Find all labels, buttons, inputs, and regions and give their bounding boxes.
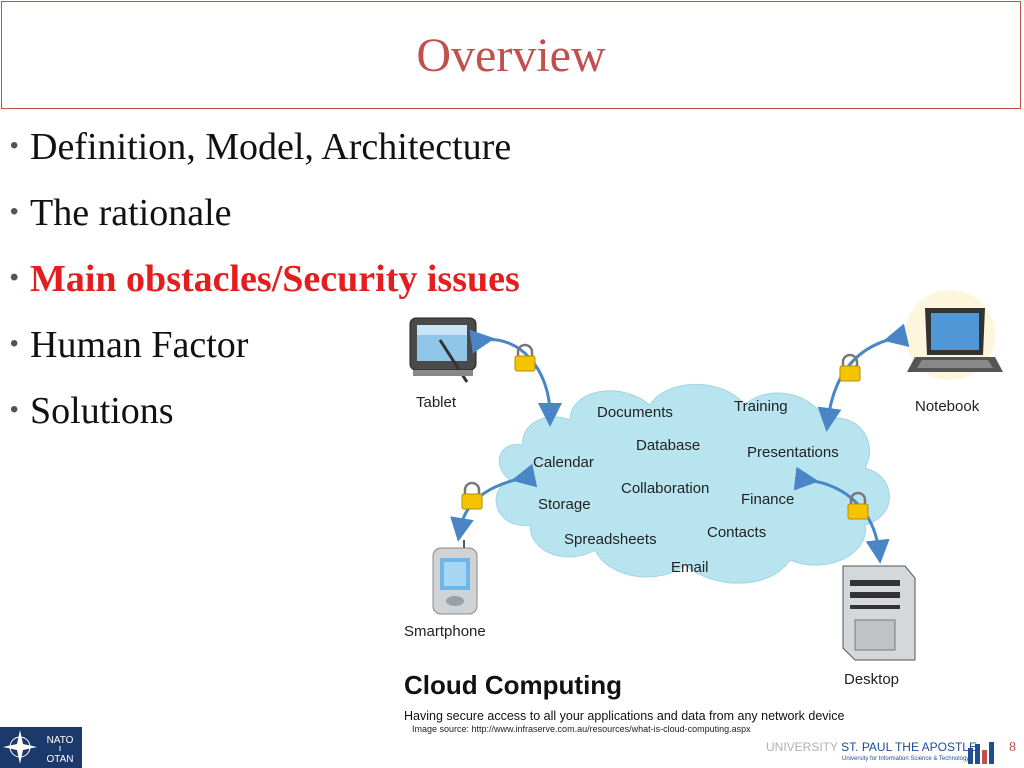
cloud-item-collaboration: Collaboration: [621, 480, 709, 497]
nato-text: NATO: [47, 735, 74, 746]
bullet-item: • The rationale: [10, 184, 520, 250]
compass-star-icon: [3, 730, 37, 764]
bullet-item: • Definition, Model, Architecture: [10, 118, 520, 184]
university-subtitle: University for Information Science & Tec…: [842, 756, 970, 762]
bullet-dot-icon: •: [10, 396, 19, 423]
bullet-item: • Human Factor: [10, 316, 520, 382]
padlock-icon: [461, 481, 483, 510]
university-emblem-icon: [968, 742, 994, 764]
cloud-item-contacts: Contacts: [707, 524, 766, 541]
bullet-text: Human Factor: [30, 324, 249, 366]
page-number: 8: [1009, 740, 1016, 755]
cloud-computing-diagram: Documents Training Database Calendar Pre…: [404, 290, 1003, 688]
bullet-text: Solutions: [30, 390, 174, 432]
cloud-item-calendar: Calendar: [533, 454, 594, 471]
slide-title: Overview: [416, 29, 606, 82]
cloud-item-database: Database: [636, 437, 700, 454]
bullet-dot-icon: •: [10, 330, 19, 357]
device-label-notebook: Notebook: [915, 398, 980, 415]
cloud-item-email: Email: [671, 559, 709, 576]
diagram-caption-subtitle: Having secure access to all your applica…: [404, 709, 845, 723]
device-label-tablet: Tablet: [416, 394, 457, 411]
bullet-text: Main obstacles/Security issues: [30, 258, 520, 300]
cloud-item-documents: Documents: [597, 404, 673, 421]
bullet-text: The rationale: [30, 192, 232, 234]
cloud-item-spreadsheets: Spreadsheets: [564, 531, 657, 548]
bullet-dot-icon: •: [10, 264, 19, 291]
bullet-dot-icon: •: [10, 198, 19, 225]
cloud-item-finance: Finance: [741, 491, 794, 508]
notebook-icon: [905, 290, 1003, 380]
otan-text: OTAN: [46, 754, 73, 765]
padlock-icon: [847, 491, 869, 520]
bullet-list: • Definition, Model, Architecture • The ra…: [10, 118, 520, 448]
arrow-tablet-cloud: [469, 329, 562, 427]
arrow-notebook-cloud: [817, 323, 910, 432]
university-logo: UNIVERSITY ST. PAUL THE APOSTLE Universi…: [766, 736, 1016, 768]
cloud-item-presentations: Presentations: [747, 444, 839, 461]
tablet-icon: [409, 317, 477, 383]
bullet-text: Definition, Model, Architecture: [30, 126, 512, 168]
device-label-smartphone: Smartphone: [404, 623, 486, 640]
cloud-item-storage: Storage: [538, 496, 591, 513]
diagram-caption-title: Cloud Computing: [404, 670, 623, 700]
university-name: UNIVERSITY ST. PAUL THE APOSTLE: [766, 740, 977, 754]
bullet-item: • Solutions: [10, 382, 520, 448]
smartphone-icon: [432, 540, 478, 615]
padlock-icon: [514, 343, 536, 372]
desktop-icon: [842, 565, 916, 661]
image-source: Image source: http://www.infraserve.com.…: [412, 724, 751, 734]
title-box: Overview: [1, 1, 1021, 109]
bullet-dot-icon: •: [10, 132, 19, 159]
nato-logo: NATO OTAN: [0, 727, 82, 768]
cloud-item-training: Training: [734, 398, 788, 415]
padlock-icon: [839, 353, 861, 382]
bullet-item-active: • Main obstacles/Security issues: [10, 250, 520, 316]
device-label-desktop: Desktop: [844, 671, 899, 688]
